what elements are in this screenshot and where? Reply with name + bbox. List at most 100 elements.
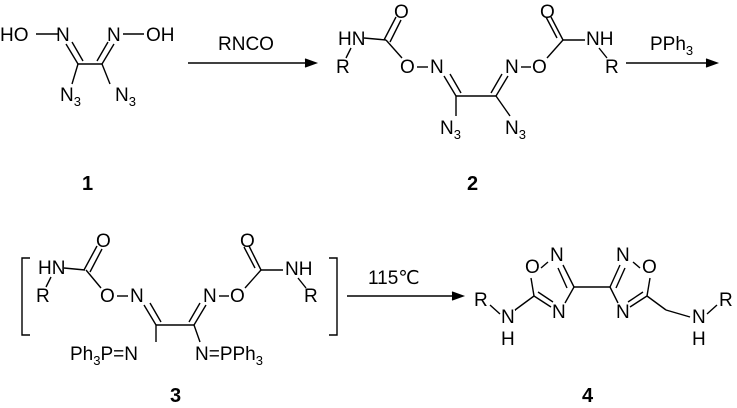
c4-n-right-top: N bbox=[616, 245, 630, 266]
c2-o-c-right bbox=[546, 39, 564, 59]
c2-cn-double-left-b bbox=[449, 73, 462, 94]
c3-cn-double-left-a bbox=[143, 304, 157, 326]
c3-nh-label: NH bbox=[285, 259, 312, 280]
c2-hn-label: HN bbox=[338, 29, 365, 50]
c2-number: 2 bbox=[467, 173, 478, 195]
c4-n-r-left bbox=[489, 304, 501, 315]
c2-r-left: R bbox=[336, 57, 350, 78]
c1-cn-double-right-a bbox=[101, 43, 115, 65]
c3-c-o-link-left bbox=[85, 269, 102, 289]
c3-phosphazene-right: N=PPh3 bbox=[195, 344, 263, 368]
c4-nh-left-h: H bbox=[501, 329, 515, 350]
c2-nh-label: NH bbox=[586, 29, 613, 50]
c4-n-r-right bbox=[706, 304, 718, 315]
c4-n-left-bottom: N bbox=[552, 302, 566, 323]
c3-co-left-b bbox=[89, 248, 103, 273]
c3-cn-double-left-b bbox=[149, 302, 162, 323]
c3-n-r-right bbox=[297, 277, 307, 289]
c4-c5-n4-right-a bbox=[629, 295, 648, 308]
arrow-3-head bbox=[451, 291, 466, 301]
c4-c5-nh-left bbox=[514, 295, 535, 311]
c1-azide-left: N3 bbox=[60, 85, 81, 109]
c2-co-right-a bbox=[550, 16, 564, 41]
c2-cn-double-right-a bbox=[495, 75, 509, 97]
c2-c-n3-right bbox=[495, 95, 511, 117]
compound-1: HO N N OH N3 N3 1 bbox=[0, 25, 175, 195]
c4-n4-c3-right bbox=[609, 286, 619, 304]
c3-phosphazene-left: Ph3P=N bbox=[70, 344, 138, 368]
c2-o-link-left: O bbox=[400, 57, 415, 78]
c3-hn-label: HN bbox=[38, 258, 65, 279]
c4-n-c3-left-a bbox=[562, 264, 575, 288]
c3-r-right: R bbox=[304, 286, 318, 307]
step1-reagent: RNCO bbox=[218, 34, 274, 55]
c2-co-right-b bbox=[545, 16, 558, 39]
c2-n-r-left bbox=[345, 47, 352, 59]
c4-nh-right-h: H bbox=[692, 329, 706, 350]
c1-cn-double-left-b bbox=[71, 41, 84, 62]
c1-n-right: N bbox=[107, 25, 121, 46]
c3-c-n-right bbox=[193, 324, 201, 343]
c3-o-c-right bbox=[244, 269, 262, 289]
c2-azide-left: N3 bbox=[440, 118, 461, 142]
c3-number: 3 bbox=[170, 385, 181, 407]
c1-cn-double-left-a bbox=[65, 43, 79, 65]
c2-n-r-right bbox=[598, 47, 608, 59]
c4-o-left: O bbox=[525, 257, 540, 278]
c3-bracket-left bbox=[21, 257, 30, 336]
c4-n-left-top: N bbox=[550, 245, 564, 266]
c4-o-n-left bbox=[540, 261, 549, 269]
c4-number: 4 bbox=[582, 385, 594, 407]
arrow-1-head bbox=[304, 58, 319, 68]
c4-n-c3-left-b bbox=[557, 267, 568, 289]
c1-number: 1 bbox=[82, 173, 93, 195]
c1-cn-double-right-b bbox=[96, 41, 109, 62]
c2-azide-right: N3 bbox=[505, 118, 526, 142]
c2-r-right: R bbox=[605, 57, 619, 78]
compound-2: HN R O O N N O O NH R N3 N3 2 bbox=[336, 2, 619, 195]
c4-r-left: R bbox=[474, 290, 488, 311]
compound-3: HN R O O N N O O NH R Ph3P=N N=PPh3 3 bbox=[21, 231, 338, 407]
arrow-step-1: RNCO bbox=[188, 34, 319, 68]
c2-n-right: N bbox=[505, 57, 519, 78]
c1-ho-label: HO bbox=[0, 25, 29, 46]
c4-cn-link-right bbox=[665, 309, 691, 318]
c2-o-top-right: O bbox=[540, 2, 555, 23]
c4-r-right: R bbox=[719, 290, 733, 311]
c4-n4-c5-left-b bbox=[537, 291, 554, 303]
c4-c5-n4-right-b bbox=[627, 291, 644, 303]
c2-o-top-left: O bbox=[394, 2, 409, 23]
c3-o-top-left: O bbox=[96, 231, 111, 252]
c4-nh-left-n: N bbox=[501, 307, 515, 328]
c3-co-left-a bbox=[83, 245, 98, 271]
step3-reagent: 115℃ bbox=[368, 268, 420, 289]
c3-cn-double-right-b bbox=[188, 302, 201, 323]
step2-reagent: PPh3 bbox=[650, 34, 693, 58]
c4-o-c5-right bbox=[646, 277, 651, 297]
c4-c3-n4-left bbox=[564, 286, 575, 304]
c1-c-n3-right bbox=[101, 63, 111, 85]
compound-4: O N N N O N N H R N H R 4 bbox=[474, 245, 733, 407]
c4-o-right: O bbox=[642, 257, 657, 278]
c3-n-right: N bbox=[203, 286, 217, 307]
c2-cn-double-right-b bbox=[490, 73, 503, 94]
c4-nh-right-n: N bbox=[692, 307, 706, 328]
c2-n-left: N bbox=[430, 57, 444, 78]
c4-c5-o-left bbox=[530, 277, 535, 297]
arrow-step-3: 115℃ bbox=[347, 268, 466, 301]
c3-bracket-right bbox=[329, 257, 338, 336]
c3-cn-double-right-a bbox=[193, 304, 207, 326]
c4-c3-n-right-a bbox=[609, 264, 621, 288]
c4-c3-n-right-b bbox=[615, 267, 626, 289]
c1-n-left: N bbox=[56, 25, 70, 46]
c4-n4-c5-left-a bbox=[533, 295, 552, 308]
c3-o-link-left: O bbox=[100, 286, 115, 307]
c2-c-o-link-left bbox=[385, 39, 403, 59]
c1-oh-label: OH bbox=[146, 25, 175, 46]
c4-n-right-bottom: N bbox=[616, 302, 630, 323]
c4-n-o-right bbox=[632, 261, 641, 269]
arrow-step-2: PPh3 bbox=[626, 34, 720, 68]
arrow-2-head bbox=[705, 58, 720, 68]
c4-c5-nh-right bbox=[646, 295, 667, 311]
